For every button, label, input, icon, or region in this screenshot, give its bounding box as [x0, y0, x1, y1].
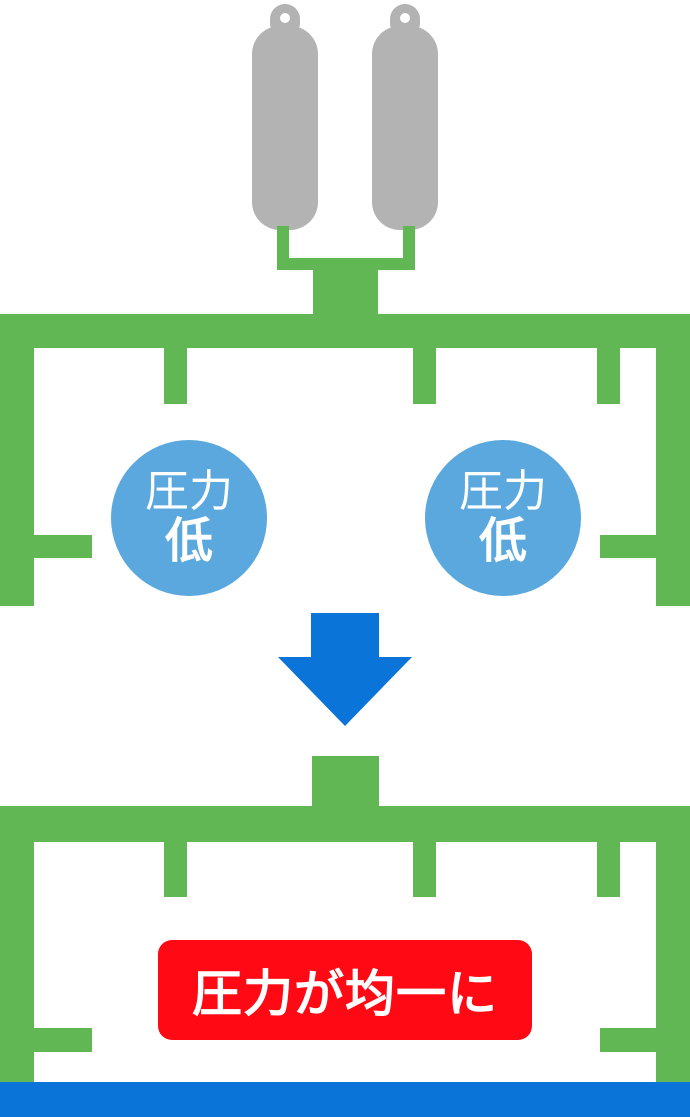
gas-tank-icon: [252, 4, 318, 230]
blue-floor-bar: [0, 1082, 690, 1117]
pressure-bubble-left-shape: [111, 440, 267, 596]
pressure-bubble-right: 圧力 低: [425, 440, 581, 596]
pressure-bubble-left: 圧力 低: [111, 440, 267, 596]
down-arrow-icon: [278, 613, 412, 726]
gas-tank-icon: [372, 4, 438, 230]
bubble-left-line1: 圧力: [145, 466, 233, 518]
tank-manifold-pipe: [277, 226, 415, 316]
bubble-left-line2: 低: [164, 512, 213, 569]
bubble-right-line2: 低: [478, 512, 527, 569]
lower-pipe-network: [0, 756, 690, 1086]
result-badge-shape: [158, 940, 532, 1040]
pressure-bubble-right-shape: [425, 440, 581, 596]
result-badge: 圧力が均一に: [192, 965, 498, 1023]
upper-pipe-network: [0, 314, 690, 606]
bubble-right-line1: 圧力: [459, 466, 547, 518]
